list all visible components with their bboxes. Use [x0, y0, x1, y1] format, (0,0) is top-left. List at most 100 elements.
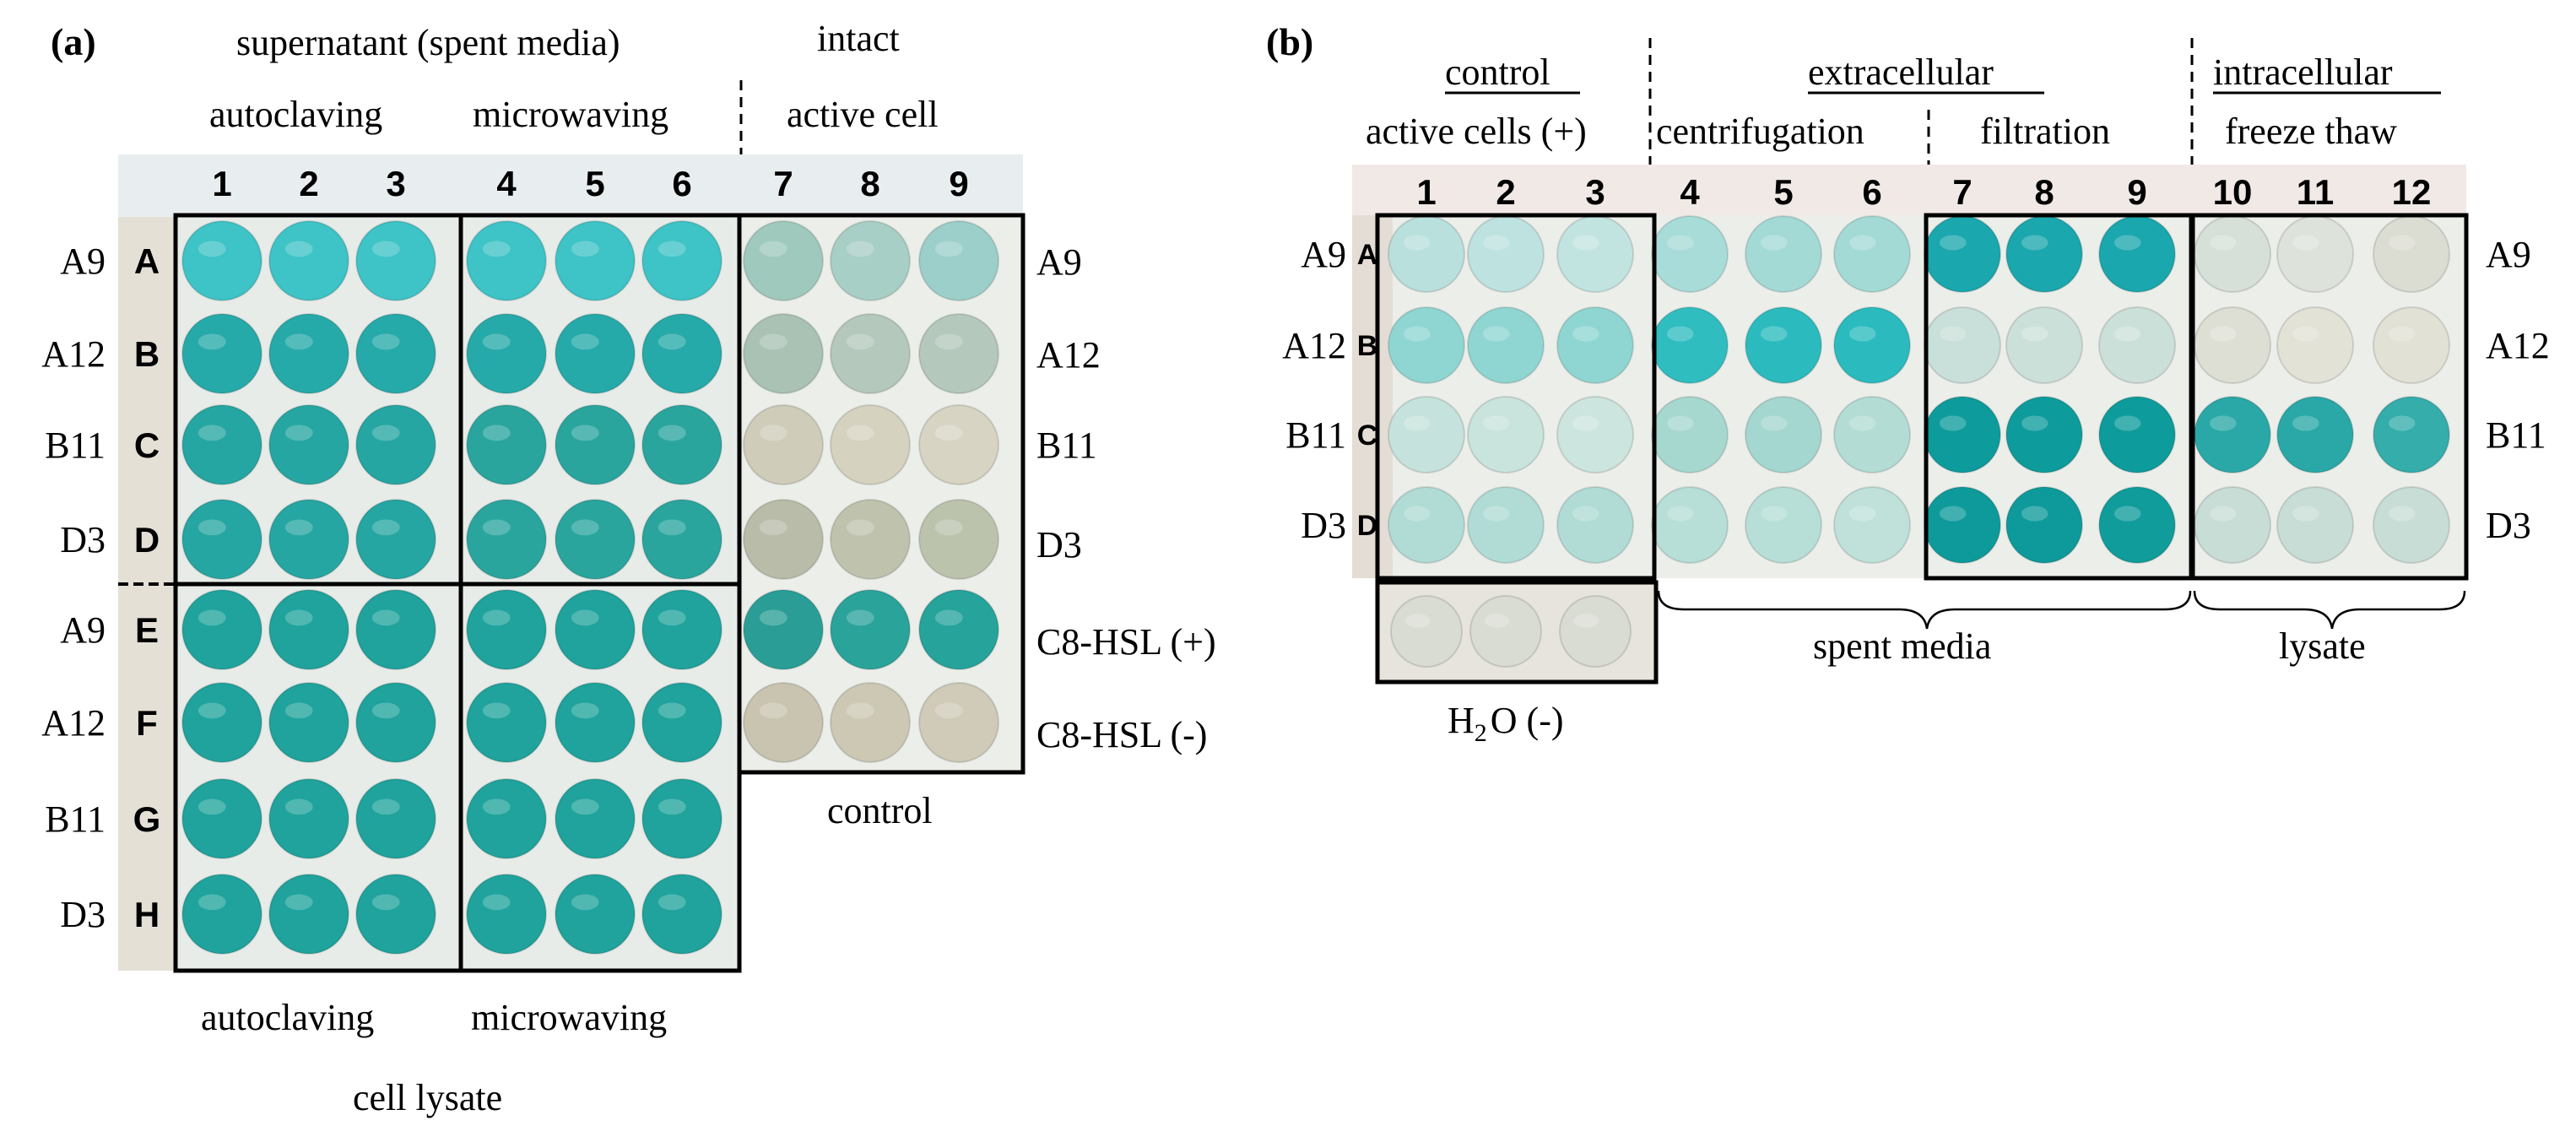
column-number: 10 [2213, 172, 2253, 212]
strain-label: B11 [1285, 414, 1346, 456]
well [355, 404, 436, 485]
well [1924, 306, 2001, 384]
row-letter: H [134, 895, 160, 934]
well [743, 313, 824, 394]
column-number: 3 [1585, 172, 1605, 212]
label-autoclaving-bottom: autoclaving [201, 997, 374, 1038]
strain-label: D3 [60, 519, 106, 560]
well [2194, 215, 2271, 293]
well [1556, 215, 1634, 293]
well [555, 778, 636, 859]
column-number: 1 [212, 164, 231, 203]
well [555, 682, 636, 763]
well [268, 682, 349, 763]
well [2276, 306, 2354, 384]
strain-label: B11 [45, 425, 106, 466]
column-number: 4 [1680, 172, 1700, 212]
row-letter: C [134, 425, 160, 465]
well [641, 499, 722, 580]
column-number: 12 [2392, 172, 2432, 212]
plate-header-strip [118, 154, 1023, 217]
well [743, 589, 824, 670]
right-label: C8-HSL (-) [1036, 714, 1207, 755]
well [2373, 486, 2450, 564]
box-water-control [1375, 580, 1659, 685]
well [1556, 486, 1634, 564]
well [1556, 396, 1634, 474]
well [1833, 486, 1911, 564]
well [268, 404, 349, 485]
well [2373, 215, 2450, 293]
label-cell-lysate: cell lysate [353, 1077, 502, 1118]
column-number: 6 [672, 164, 691, 203]
brace-spent-media [1657, 590, 2192, 630]
row-letter: B [1357, 330, 1378, 362]
plate-body-right [739, 217, 1023, 774]
well [743, 220, 824, 301]
well [1388, 396, 1465, 474]
plate-header-strip-b [1352, 165, 2466, 215]
box-microwaving-lysate [458, 582, 742, 973]
panel-a-label: (a) [51, 20, 96, 63]
header-extracellular: extracellular [1808, 51, 1994, 93]
water-well [1390, 595, 1463, 668]
well [2098, 396, 2176, 474]
box-freeze-thaw [2190, 213, 2469, 581]
well [1745, 396, 1822, 474]
header-control: control [1445, 51, 1550, 93]
well [641, 220, 722, 301]
row-letter: A [134, 241, 160, 281]
header-microwaving: microwaving [473, 94, 668, 135]
right-label: B11 [1036, 425, 1097, 466]
label-lysate: lysate [2279, 625, 2366, 667]
plate-row-strip-b [1352, 215, 1393, 578]
well [268, 589, 349, 670]
well [2276, 215, 2354, 293]
well [181, 589, 262, 670]
well [918, 220, 999, 301]
row-letter: F [136, 703, 158, 743]
header-intact: intact [817, 18, 900, 59]
well [2098, 486, 2176, 564]
well [1388, 306, 1465, 384]
well [2194, 306, 2271, 384]
well [918, 589, 999, 670]
header-filtration: filtration [1980, 111, 2110, 152]
well [2098, 215, 2176, 293]
well [743, 404, 824, 485]
well [1467, 486, 1545, 564]
column-number: 11 [2297, 172, 2334, 212]
well [2276, 396, 2354, 474]
well [181, 682, 262, 763]
well [1745, 306, 1822, 384]
well [555, 220, 636, 301]
column-number: 7 [1952, 172, 1972, 212]
well [555, 499, 636, 580]
well [181, 778, 262, 859]
well [555, 404, 636, 485]
strain-label-right: D3 [2486, 505, 2531, 546]
strain-label: A9 [60, 609, 106, 651]
brace-lysate [2193, 590, 2466, 630]
well [830, 589, 911, 670]
row-letter: D [1357, 510, 1378, 542]
well [918, 313, 999, 394]
well [2005, 396, 2083, 474]
well [181, 313, 262, 394]
well [466, 220, 547, 301]
column-number: 7 [773, 164, 793, 203]
well [743, 499, 824, 580]
column-number: 2 [299, 164, 318, 203]
strain-label-right: A12 [2486, 325, 2550, 366]
well [918, 682, 999, 763]
well [2194, 486, 2271, 564]
label-control: control [827, 790, 933, 831]
column-number: 3 [386, 164, 405, 203]
right-label: C8-HSL (+) [1036, 621, 1216, 663]
well [355, 499, 436, 580]
well [641, 874, 722, 955]
